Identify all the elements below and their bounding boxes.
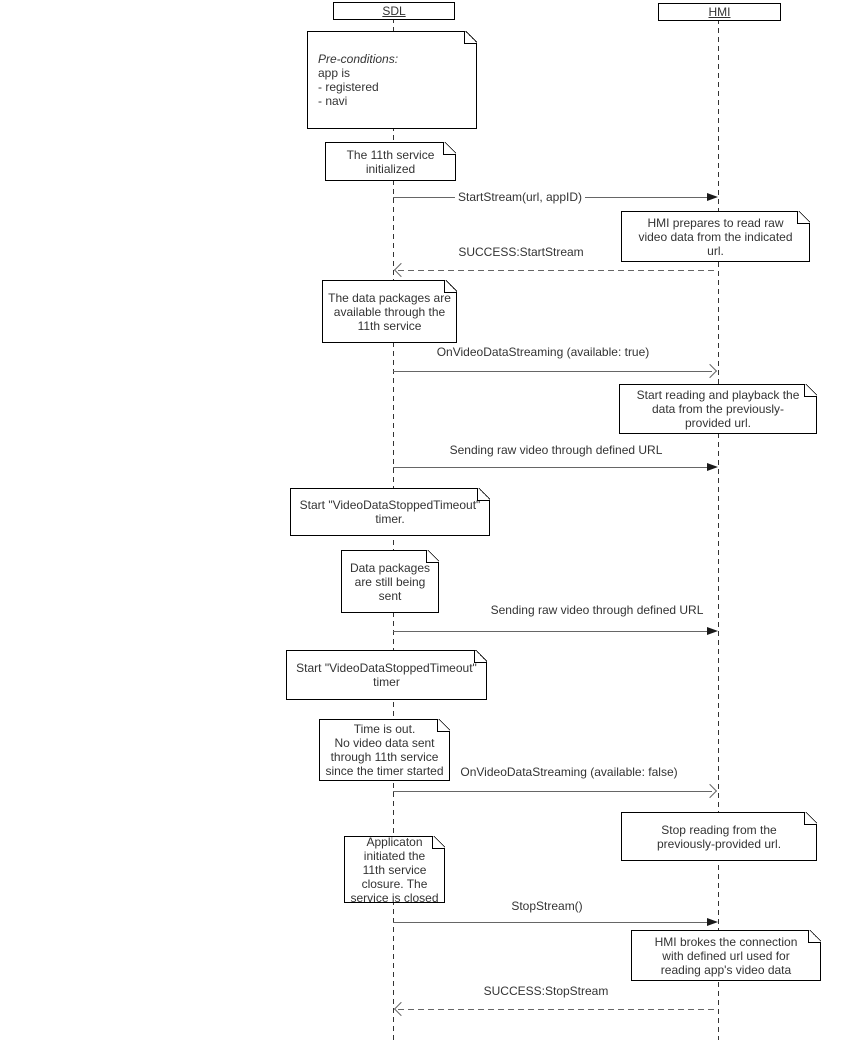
arrowhead-filled-icon [707,627,718,635]
note-text: The data packages are available through … [328,290,451,333]
note-start-reading-playback: Start reading and playback the data from… [619,384,817,434]
message-line [393,791,712,792]
actor-hmi: HMI [658,3,781,21]
note-text: Pre-conditions: app is - registered - na… [308,52,476,108]
message-label: StopStream() [511,899,583,913]
note-service-initialized: The 11th service initialized [325,142,456,181]
message-line [393,371,712,372]
message-label: SUCCESS:StartStream [458,245,584,259]
note-app-initiated-closure: Applicaton initiated the 11th service cl… [344,834,445,905]
arrowhead-filled-icon [707,193,718,201]
actor-sdl: SDL [333,2,455,20]
note-start-timer-1: Start "VideoDataStoppedTimeout" timer. [290,488,490,536]
hmi-lifeline [718,19,719,1040]
note-text: Data packages are still being sent [349,560,431,603]
message-label: OnVideoDataStreaming (available: false) [460,765,678,779]
note-text: Start reading and playback the data from… [636,388,800,430]
message-label: Sending raw video through defined URL [490,603,704,617]
message-line [393,467,707,468]
note-packages-still-sent: Data packages are still being sent [341,550,439,613]
note-text: Stop reading from the previously-provide… [656,822,782,851]
note-preconditions-body: app is - registered - navi [318,66,379,108]
message-label: Sending raw video through defined URL [449,443,663,457]
note-hmi-prepares: HMI prepares to read raw video data from… [621,211,810,262]
arrowhead-filled-icon [707,463,718,471]
actor-sdl-label: SDL [382,4,406,18]
message-line [393,631,707,632]
arrowhead-filled-icon [707,918,718,926]
note-data-packages-available: The data packages are available through … [322,280,457,343]
note-start-timer-2: Start "VideoDataStoppedTimeout" timer [286,650,487,700]
message-label: StartStream(url, appID) [454,190,586,204]
message-label: SUCCESS:StopStream [483,984,609,998]
note-text: The 11th service initialized [346,147,435,176]
note-text: HMI brokes the connection with defined u… [654,934,798,977]
note-preconditions-title: Pre-conditions: [318,52,399,66]
note-text: Applicaton initiated the 11th service cl… [350,834,439,905]
note-preconditions: Pre-conditions: app is - registered - na… [307,31,477,129]
arrowhead-open-icon [702,783,718,799]
message-line [398,1009,718,1010]
arrowhead-open-icon [702,363,718,379]
message-line [393,922,707,923]
note-text: Time is out. No video data sent through … [325,722,444,778]
note-time-is-out: Time is out. No video data sent through … [319,719,450,781]
note-text: Start "VideoDataStoppedTimeout" timer. [299,498,481,526]
message-label: OnVideoDataStreaming (available: true) [436,345,650,359]
arrowhead-open-icon [393,262,409,278]
note-text: Start "VideoDataStoppedTimeout" timer [296,661,477,689]
note-hmi-brokes-connection: HMI brokes the connection with defined u… [631,930,821,981]
arrowhead-open-icon [393,1001,409,1017]
note-text: HMI prepares to read raw video data from… [638,215,793,258]
note-stop-reading: Stop reading from the previously-provide… [621,812,817,861]
actor-hmi-label: HMI [708,5,731,19]
message-line [398,270,718,271]
